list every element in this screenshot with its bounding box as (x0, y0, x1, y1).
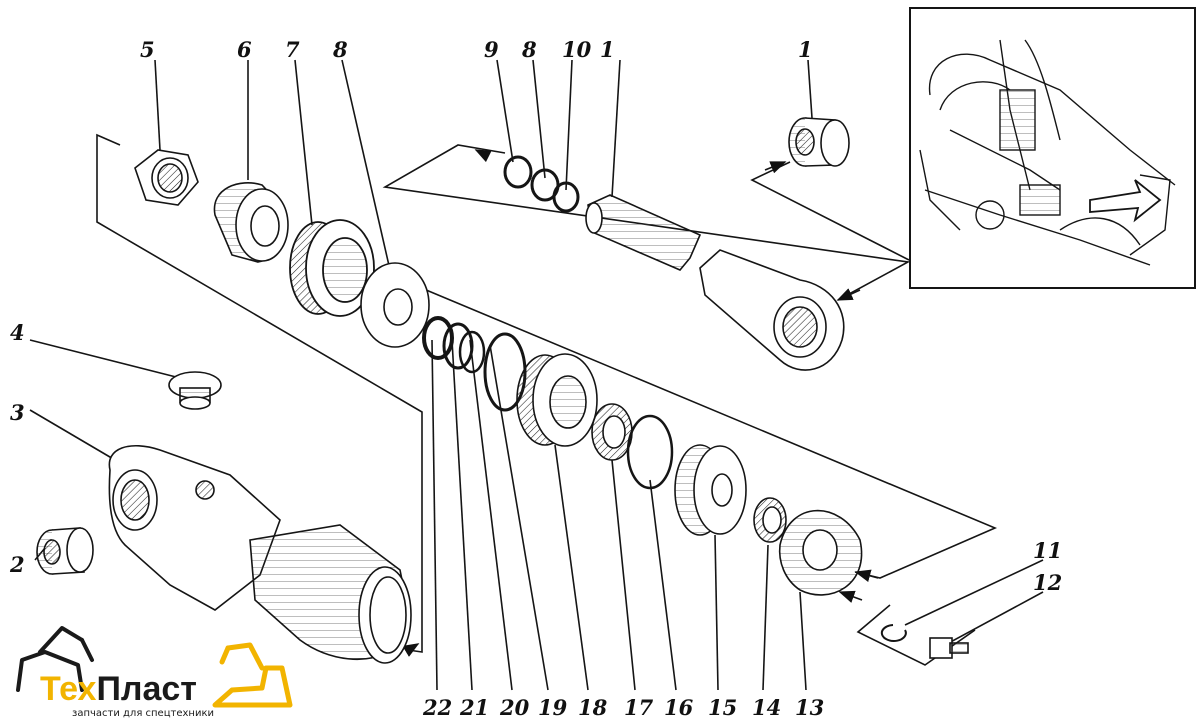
inset-illustration (909, 7, 1196, 289)
part-22-19-rings (422, 316, 527, 412)
left-bracket-line (96, 133, 423, 653)
part-5-bushing (213, 182, 289, 263)
logo-name-part2: Пласт (96, 670, 197, 708)
label-20: 20 (499, 695, 530, 720)
label-10: 1 (600, 37, 615, 62)
part-11-snap-ring (880, 624, 907, 642)
part-15-gland (674, 444, 747, 536)
part-1-bearing-top (788, 117, 850, 167)
part-10-rod (585, 194, 845, 371)
label-17: 17 (624, 695, 654, 720)
bolt-bracket-line (856, 604, 976, 666)
part-7-washer (360, 262, 430, 348)
part-18-piston (516, 353, 598, 447)
part-4-hex-nut (134, 149, 199, 206)
part-12-bolt (929, 637, 969, 659)
label-9: 8 (521, 37, 537, 62)
label-13: 13 (795, 695, 824, 720)
part-3-plug (168, 371, 222, 410)
label-19: 19 (538, 695, 568, 720)
part-6-seal (289, 219, 375, 317)
label-15: 15 (708, 695, 737, 720)
label-4: 5 (140, 37, 155, 62)
part-14-seal (753, 497, 787, 543)
excavator-icon-right (212, 642, 293, 708)
label-1-top: 1 (798, 37, 813, 62)
label-22: 22 (422, 695, 452, 720)
part-number-labels: 5 6 7 8 9 8 10 1 1 4 3 2 22 21 20 19 18 … (9, 37, 1062, 720)
label-7: 8 (332, 37, 348, 62)
left-bracket-arrow (402, 643, 420, 657)
logo-name-part1: Тех (40, 670, 97, 708)
label-21: 21 (459, 695, 489, 720)
label-18: 18 (578, 695, 608, 720)
top-bracket-line (382, 144, 911, 301)
label-14: 14 (752, 695, 781, 720)
part-8-9-rings (503, 155, 580, 213)
logo-tagline: запчасти для спецтехники (72, 708, 214, 719)
part-17-seal (591, 403, 633, 461)
part-1-bearing-left (36, 527, 94, 575)
label-2: 3 (10, 400, 25, 425)
label-6: 7 (285, 37, 300, 62)
excavator-icon-left (16, 626, 94, 692)
label-5: 6 (237, 37, 252, 62)
label-16: 16 (664, 695, 694, 720)
label-8a: 9 (484, 37, 499, 62)
label-11: 11 (1033, 538, 1062, 563)
part-16-o-ring (626, 414, 674, 490)
label-8b: 10 (562, 37, 592, 62)
label-12: 12 (1033, 570, 1062, 595)
right-top-bracket-line (750, 161, 910, 261)
logo-name: ТехПласт (40, 670, 197, 708)
label-1-left: 2 (9, 552, 25, 577)
techplast-logo: ТехПласт запчасти для спецтехники (16, 626, 293, 719)
label-3: 4 (10, 320, 25, 345)
part-2-cylinder (108, 445, 412, 664)
part-13-flange (778, 509, 863, 596)
